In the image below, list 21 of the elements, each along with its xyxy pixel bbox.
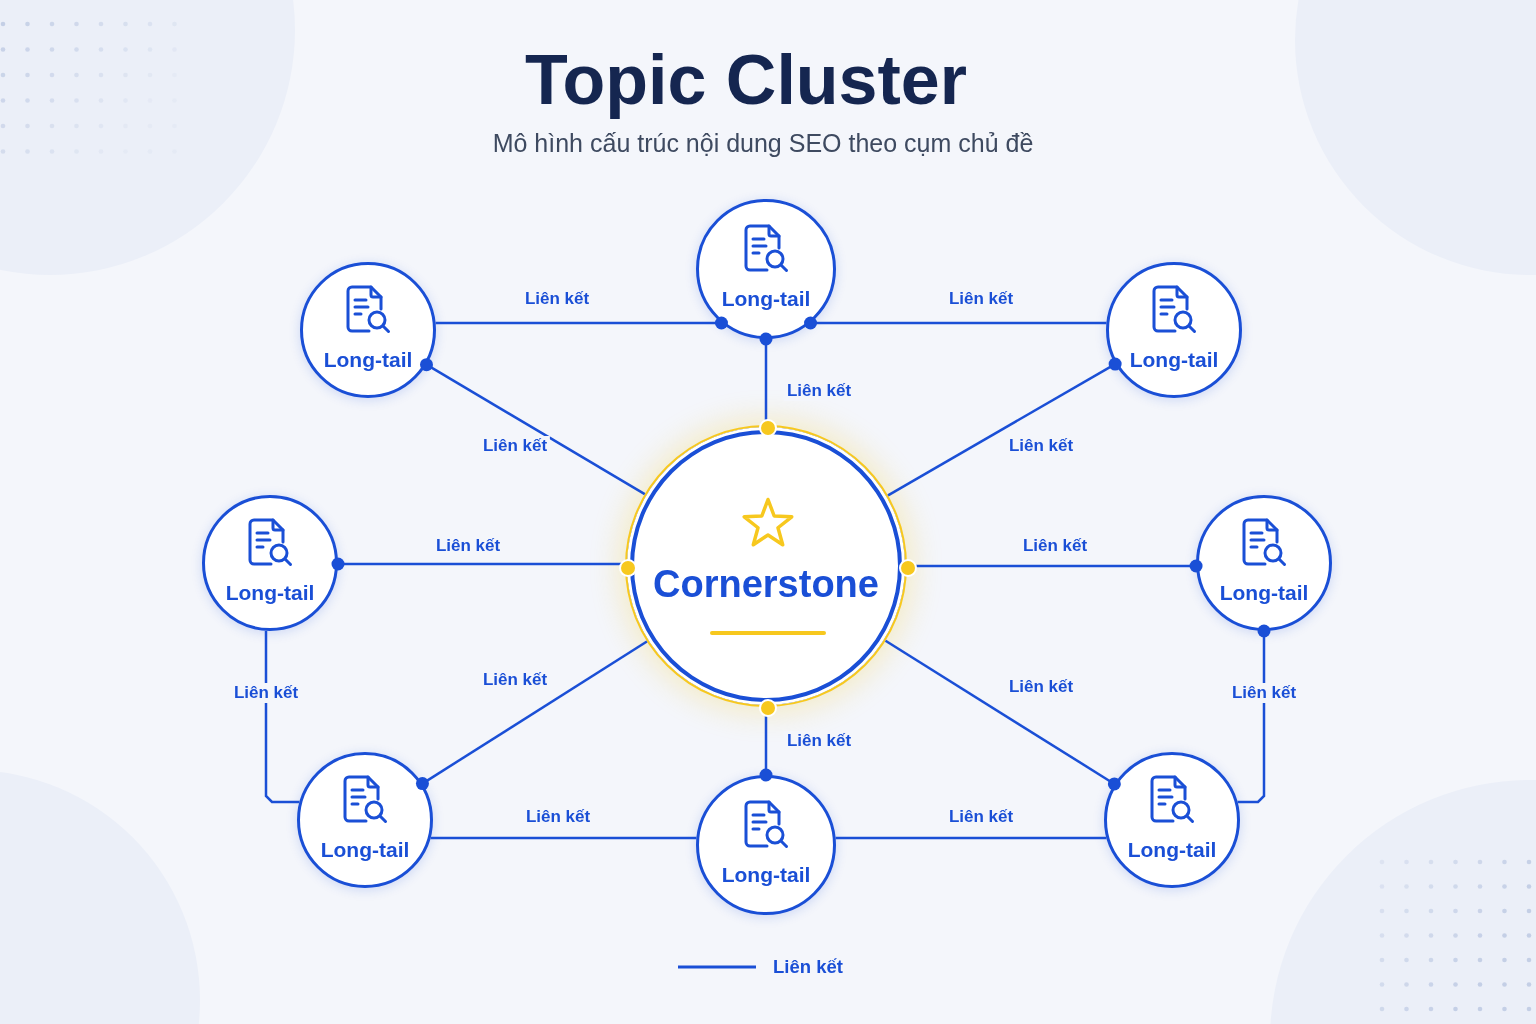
node-label: Long-tail	[1219, 581, 1309, 604]
node-label: Long-tail	[225, 581, 315, 604]
connector-line	[884, 639, 1121, 791]
node-label: Long-tail	[1127, 838, 1217, 861]
connector-line	[264, 630, 300, 804]
node-label: Long-tail	[320, 838, 410, 861]
connector-line	[887, 357, 1122, 497]
node-label: Long-tail	[323, 348, 413, 371]
connector-line	[435, 316, 728, 330]
node-label: Cornerstone	[653, 562, 879, 606]
subtitle: Mô hình cấu trúc nội dung SEO theo cụm chủ đề	[492, 128, 1034, 158]
connector-line	[1237, 624, 1271, 804]
connector-line	[835, 836, 1107, 840]
connector-line	[420, 358, 646, 496]
connector-line	[430, 836, 697, 840]
node-label: Long-tail	[721, 287, 811, 310]
legend-label: Liên kết	[773, 956, 843, 978]
connector-line	[804, 316, 1107, 330]
node-label: Long-tail	[721, 863, 811, 886]
connector-line	[415, 640, 648, 791]
node-label: Long-tail	[1129, 348, 1219, 371]
